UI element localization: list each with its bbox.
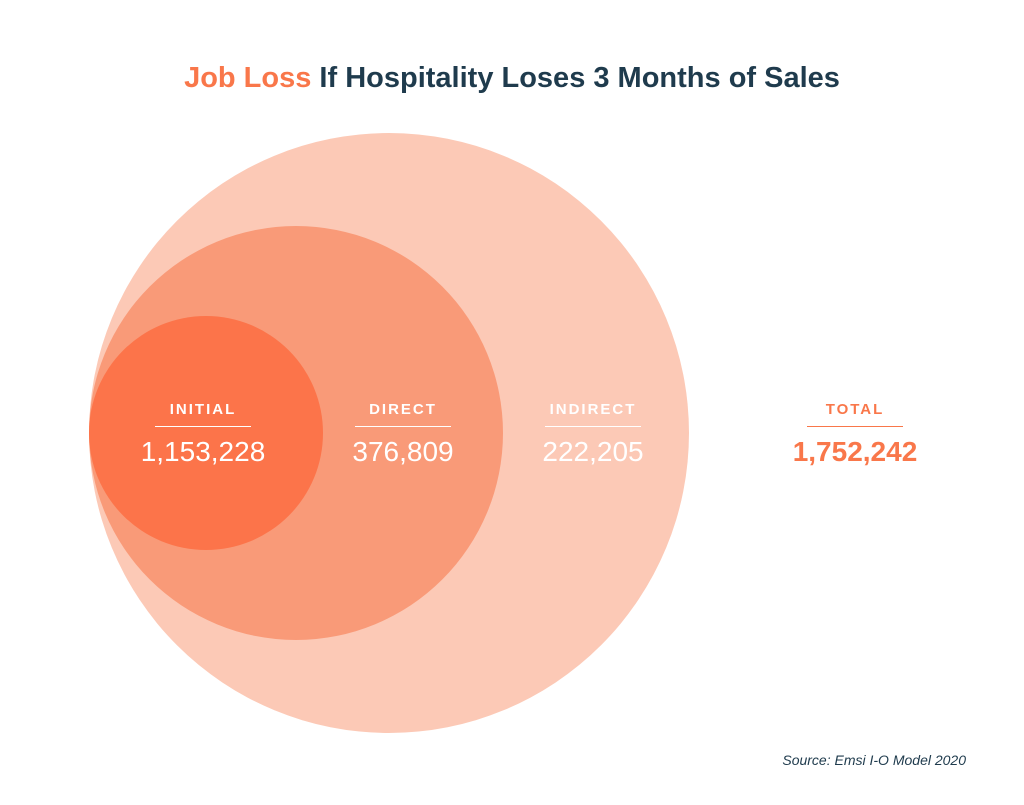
direct-value: 376,809 — [352, 436, 454, 467]
title-rest: If Hospitality Loses 3 Months of Sales — [311, 62, 840, 94]
indirect-caption: INDIRECT — [545, 401, 641, 427]
total-value: 1,752,242 — [792, 436, 918, 467]
label-initial: INITIAL 1,153,228 — [133, 401, 273, 468]
label-direct: DIRECT 376,809 — [333, 401, 473, 468]
initial-caption: INITIAL — [155, 401, 251, 427]
chart-title: Job Loss If Hospitality Loses 3 Months o… — [0, 62, 1024, 95]
label-indirect: INDIRECT 222,205 — [523, 401, 663, 468]
indirect-value: 222,205 — [542, 436, 644, 467]
initial-value: 1,153,228 — [140, 436, 266, 467]
title-accent: Job Loss — [184, 62, 312, 94]
circle-initial — [89, 316, 323, 550]
source-note: Source: Emsi I-O Model 2020 — [782, 752, 966, 768]
total-caption: TOTAL — [807, 401, 903, 427]
direct-caption: DIRECT — [355, 401, 451, 427]
label-total: TOTAL 1,752,242 — [785, 401, 925, 468]
